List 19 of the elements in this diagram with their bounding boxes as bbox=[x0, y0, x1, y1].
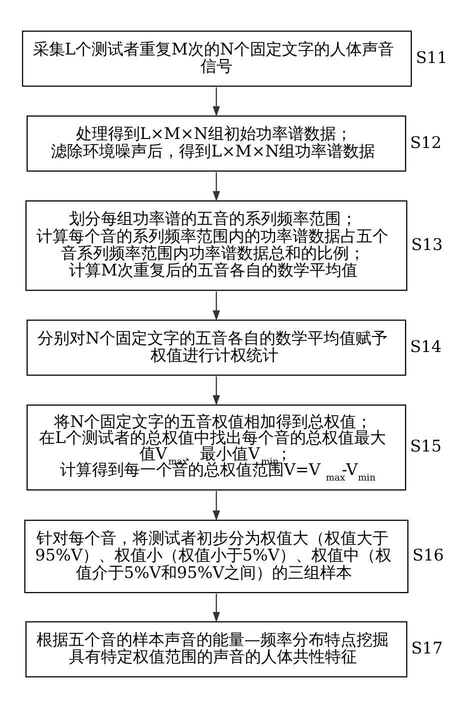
node-box: 处理得到L×M×N组初始功率谱数据； 滤除环境噪声后，得到L×M×N组功率谱数据 bbox=[26, 115, 406, 172]
arrow bbox=[212, 87, 220, 117]
arrow bbox=[212, 292, 220, 321]
arrow bbox=[212, 491, 220, 521]
node-label: S16 bbox=[412, 546, 444, 565]
arrow bbox=[212, 376, 220, 406]
node-label: S12 bbox=[410, 132, 442, 152]
node-box: 分别对N个固定文字的五音各自的数学平均值赋予权值进行计权统计 bbox=[26, 320, 406, 376]
node-label: S11 bbox=[416, 48, 448, 67]
node-label: S14 bbox=[410, 336, 442, 356]
node-label: S15 bbox=[410, 436, 442, 456]
node-label: S17 bbox=[411, 638, 443, 658]
arrow bbox=[212, 172, 220, 202]
node-label: S13 bbox=[411, 234, 443, 254]
node-box: 采集L个测试者重复M次的N个固定文字的人体声音信号 bbox=[22, 30, 412, 87]
node-box: 根据五个音的样本声音的能量—频率分布特点挖掘具有特定权值范围的声音的人体共性特征 bbox=[25, 621, 408, 678]
arrow bbox=[212, 594, 220, 622]
node-box: 划分每组功率谱的五音的系列频率范围； 计算每个音的系列频率范围内的功率谱数据占五个音系列频率范围内功率谱数据总和的比例； 计算M次重复后的五音各自的数学平均值 bbox=[25, 200, 408, 291]
node-box: 针对每个音，将测试者初步分为权值大（权值大于95%V）、权值小（权值小于5%V）、权值中（权值介于5%V和95%V之间）的三组样本 bbox=[24, 520, 408, 594]
